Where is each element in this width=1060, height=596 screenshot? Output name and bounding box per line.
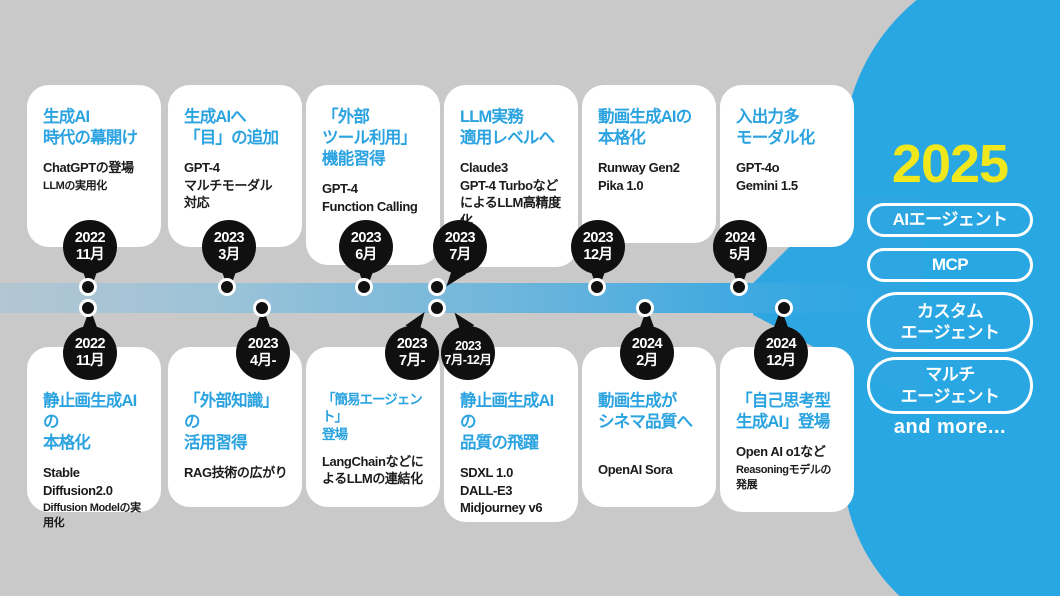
event-detail: GPT-4 マルチモーダル 対応 xyxy=(184,160,273,211)
event-title: 動画生成AIの 本格化 xyxy=(598,108,692,148)
event-title: 静止画生成AIの 本格化 xyxy=(43,392,137,453)
date-badge: 2023 4月- xyxy=(236,308,290,380)
date-label: 2024 2月 xyxy=(631,336,663,369)
event-title: 「外部知識」の 活用習得 xyxy=(184,392,279,453)
tag-label: カスタム エージェント xyxy=(900,301,1000,342)
event-detail: GPT-4 Function Calling xyxy=(322,181,418,214)
event-title: 生成AIへ 「目」の追加 xyxy=(184,108,279,148)
timeline-dot xyxy=(79,278,97,296)
date-badge: 2023 3月 xyxy=(202,220,256,291)
event-subdetail: LLMの実用化 xyxy=(43,179,107,192)
date-badge: 2023 6月 xyxy=(339,220,393,291)
event-detail: SDXL 1.0 DALL-E3 Midjourney v6 xyxy=(460,465,543,516)
event-detail: GPT-4o Gemini 1.5 xyxy=(736,160,798,193)
date-badge: 2023 7月-12月 xyxy=(441,307,495,380)
date-label: 2023 4月- xyxy=(247,336,279,369)
event-detail: Stable Diffusion2.0 xyxy=(43,465,113,498)
event-detail: RAG技術の広がり xyxy=(184,465,288,481)
event-card: 生成AI 時代の幕開け ChatGPTの登場 LLMの実用化 xyxy=(27,85,161,247)
date-label: 2022 11月 xyxy=(74,230,106,263)
event-title: 入出力多 モーダル化 xyxy=(736,108,815,148)
tag-pill-custom-agent: カスタム エージェント xyxy=(867,292,1033,352)
date-label: 2024 5月 xyxy=(724,230,756,263)
date-badge: 2022 11月 xyxy=(63,220,117,291)
date-label: 2023 7月-12月 xyxy=(444,338,492,367)
event-detail: Open AI o1など xyxy=(736,444,826,460)
event-card: 「簡易エージェント」 登場 LangChainなどに よるLLMの連結化 xyxy=(306,347,440,507)
timeline-dot xyxy=(218,278,236,296)
event-title: 「外部 ツール利用」 機能習得 xyxy=(322,108,417,169)
date-badge: 2023 12月 xyxy=(571,220,625,291)
event-title: 「簡易エージェント」 登場 xyxy=(322,392,423,442)
event-subdetail: Diffusion Modelの実用化 xyxy=(43,502,141,530)
event-card: LLM実務 適用レベルへ Claude3 GPT-4 Turboなど によるLL… xyxy=(444,85,578,267)
date-label: 2023 6月 xyxy=(350,230,382,263)
timeline-dot xyxy=(636,299,654,317)
event-card: 「外部 ツール利用」 機能習得 GPT-4 Function Calling xyxy=(306,85,440,265)
tag-label: MCP xyxy=(931,255,969,275)
tag-label: AIエージェント xyxy=(892,210,1008,230)
event-detail: OpenAI Sora xyxy=(598,462,673,478)
date-label: 2022 11月 xyxy=(74,336,106,369)
event-detail: ChatGPTの登場 xyxy=(43,160,134,176)
date-label: 2023 12月 xyxy=(582,230,614,263)
timeline-dot xyxy=(355,278,373,296)
timeline-dot xyxy=(79,299,97,317)
event-detail: Claude3 GPT-4 Turboなど によるLLM高精度化 xyxy=(460,160,561,228)
timeline-dot xyxy=(428,278,446,296)
event-card: 「自己思考型 生成AI」登場 Open AI o1など Reasoningモデル… xyxy=(720,347,854,512)
more-label: and more... xyxy=(893,416,1007,438)
event-card: 動画生成AIの 本格化 Runway Gen2 Pika 1.0 xyxy=(582,85,716,243)
year-label: 2025 xyxy=(891,134,1009,194)
date-badge: 2024 2月 xyxy=(620,308,674,380)
event-title: 動画生成が シネマ品質へ xyxy=(598,392,693,432)
timeline-dot xyxy=(588,278,606,296)
event-detail: LangChainなどに よるLLMの連結化 xyxy=(322,453,424,487)
date-badge: 2022 11月 xyxy=(63,308,117,380)
tag-label: マルチ エージェント xyxy=(900,365,1000,406)
date-label: 2023 3月 xyxy=(213,230,245,263)
date-label: 2024 12月 xyxy=(765,336,797,369)
timeline-dot xyxy=(730,278,748,296)
event-title: 生成AI 時代の幕開け xyxy=(43,108,138,148)
event-title: 「自己思考型 生成AI」登場 xyxy=(736,392,831,432)
event-title: LLM実務 適用レベルへ xyxy=(460,108,555,148)
timeline-dot xyxy=(253,299,271,317)
date-label: 2023 7月- xyxy=(396,336,428,369)
date-badge: 2023 7月 xyxy=(433,220,487,292)
tag-pill-mcp: MCP xyxy=(867,248,1033,282)
tag-pill-multi-agent: マルチ エージェント xyxy=(867,357,1033,414)
timeline-dot xyxy=(775,299,793,317)
date-badge: 2023 7月- xyxy=(385,307,439,380)
date-badge: 2024 5月 xyxy=(713,220,767,291)
date-badge: 2024 12月 xyxy=(754,308,808,380)
event-subdetail: Reasoningモデルの 発展 xyxy=(736,463,832,491)
event-detail: Runway Gen2 Pika 1.0 xyxy=(598,160,680,193)
event-title: 静止画生成AIの 品質の飛躍 xyxy=(460,392,554,453)
tag-pill-ai-agent: AIエージェント xyxy=(867,203,1033,237)
timeline-dot xyxy=(428,299,446,317)
date-label: 2023 7月 xyxy=(444,230,476,263)
